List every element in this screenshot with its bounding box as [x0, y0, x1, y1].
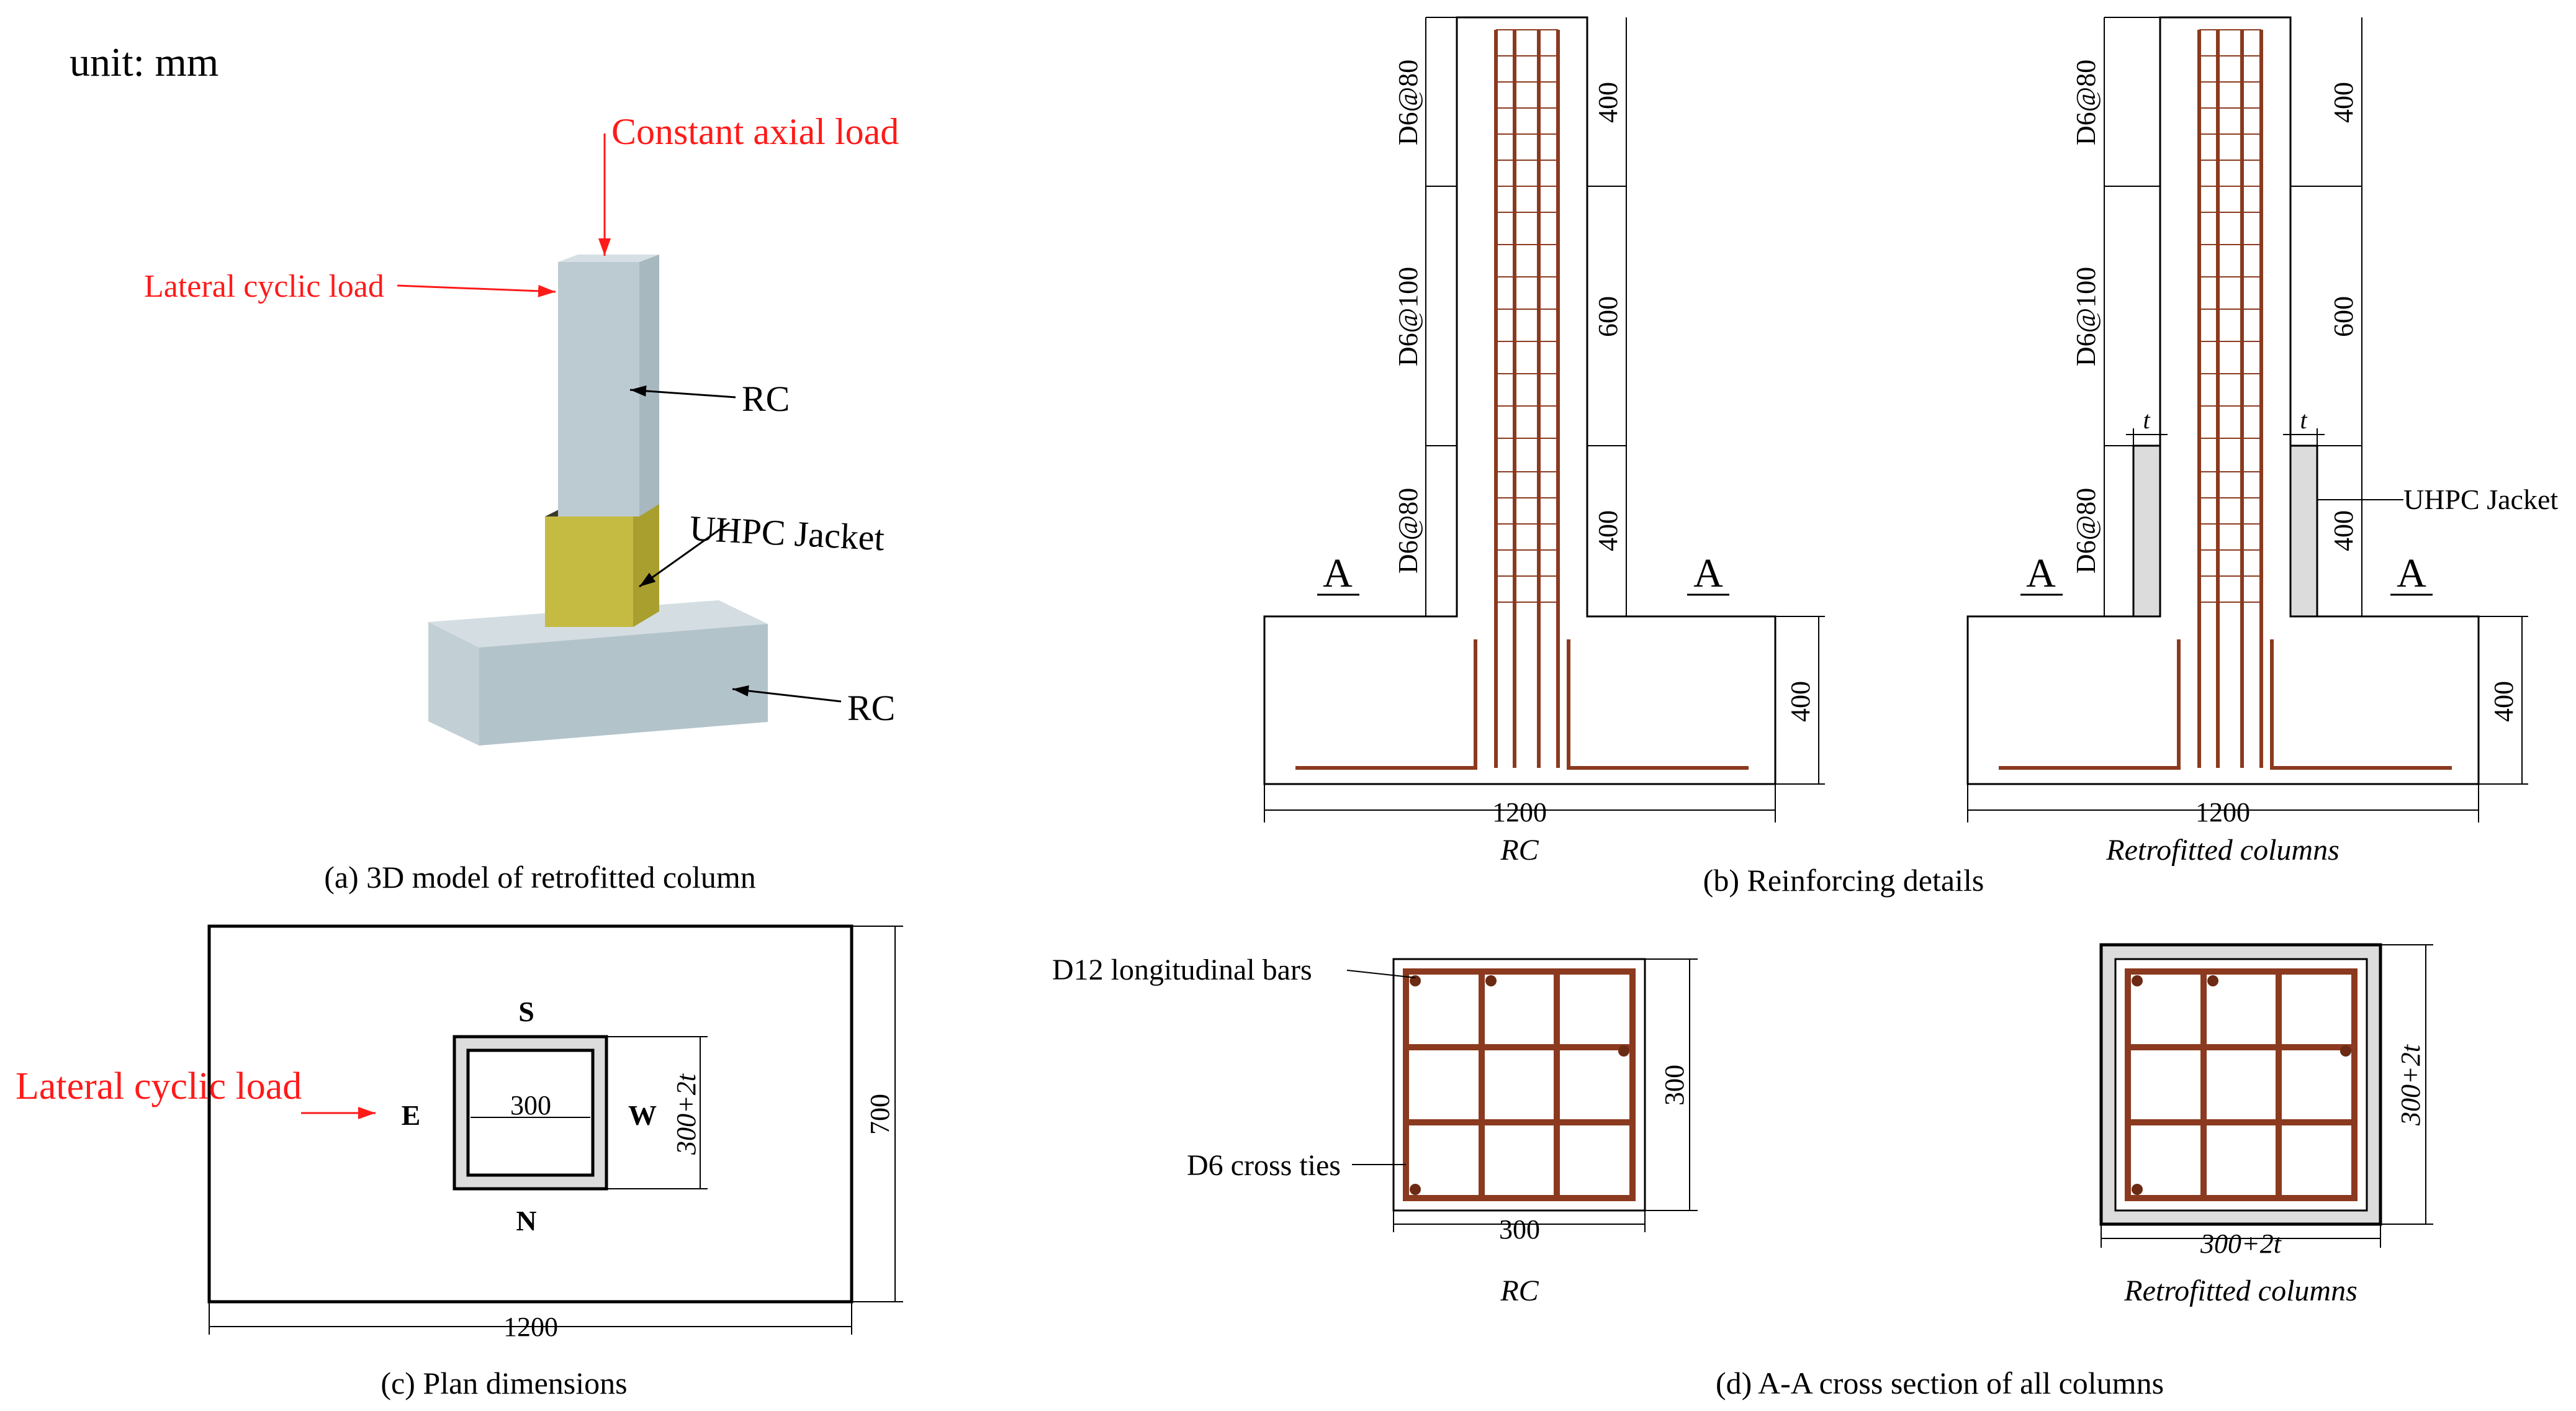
- footing-front-face: [428, 622, 479, 746]
- rc-dim-mid: 600: [1593, 296, 1623, 337]
- rc-section-dim-h: 300: [1659, 1065, 1690, 1106]
- retro-section-subtitle: Retrofitted columns: [2123, 1274, 2358, 1307]
- retro-section-mark-right: A: [2397, 551, 2426, 596]
- retro-thickness-right: t: [2300, 406, 2307, 434]
- retro-section-dim-h: 300+2t: [2395, 1044, 2426, 1126]
- retro-longitudinal-bars: [1999, 30, 2452, 770]
- rc-section-mark-right: A: [1693, 551, 1723, 596]
- plan-footing-width: 1200: [503, 1312, 558, 1342]
- footing-side-face: [479, 624, 768, 746]
- retro-uhpc-jacket-label: UHPC Jacket: [2403, 484, 2558, 515]
- plan-lateral-cyclic-load-label: Lateral cyclic load: [16, 1065, 302, 1107]
- rc-dim-footing-width: 1200: [1492, 797, 1547, 827]
- jacket-side-face: [633, 504, 659, 627]
- column-front-face: [558, 262, 639, 516]
- column-side-face: [639, 255, 659, 516]
- rc-left-dimensions: [1425, 17, 1457, 617]
- retro-dim-footing-width: 1200: [2195, 797, 2250, 827]
- plan-outer-dim: 300+2t: [671, 1073, 701, 1155]
- lateral-cyclic-load-arrow: [397, 284, 556, 297]
- rc-column-leader: [629, 385, 736, 399]
- retro-dim-bot: 400: [2328, 510, 2359, 551]
- rc-section-rebar: [1403, 968, 1636, 1201]
- retro-section-mark-left: A: [2026, 551, 2056, 596]
- retro-elevation-outline: [1966, 16, 2480, 785]
- unit-label: unit: mm: [70, 40, 218, 85]
- panel-d-caption: (d) A-A cross section of all columns: [1716, 1366, 2164, 1400]
- retro-stirrups: [2199, 29, 2261, 603]
- panel-a-caption: (a) 3D model of retrofitted column: [324, 860, 756, 895]
- plan-inner-dim: 300: [510, 1090, 551, 1120]
- retro-right-dimensions: [1967, 17, 2528, 823]
- constant-axial-load-label: Constant axial load: [611, 111, 899, 152]
- longitudinal-bars-label: D12 longitudinal bars: [1052, 953, 1312, 986]
- rc-dim-footing-height: 400: [1785, 681, 1816, 722]
- retro-thickness-left: t: [2143, 406, 2150, 434]
- rc-dim-top: 400: [1593, 82, 1623, 123]
- uhpc-jacket-label: UHPC Jacket: [688, 508, 885, 558]
- retro-section-rebar: [2125, 968, 2358, 1201]
- panel-d-cross-sections: D12 longitudinal bars D6 cross ties 300 …: [1052, 943, 2433, 1400]
- cross-ties-label: D6 cross ties: [1187, 1149, 1341, 1182]
- retro-stirrup-bot-label: D6@80: [2071, 488, 2101, 574]
- panel-b-rc-elevation: D6@80 D6@100 D6@80 400 600 400 400 1200 …: [1263, 16, 1825, 867]
- rc-subtitle: RC: [1500, 834, 1539, 867]
- plan-east: E: [402, 1099, 421, 1131]
- rc-stirrup-top-label: D6@80: [1393, 60, 1423, 145]
- rc-section-subtitle: RC: [1500, 1274, 1539, 1307]
- retro-dim-mid: 600: [2328, 296, 2359, 337]
- plan-west: W: [628, 1099, 657, 1131]
- panel-a-3d-model: Constant axial load Lateral cyclic load …: [144, 111, 899, 895]
- rc-stirrup-bot-label: D6@80: [1393, 488, 1423, 574]
- panel-b-caption: (b) Reinforcing details: [1703, 863, 1984, 898]
- plan-footing-depth: 700: [865, 1094, 895, 1135]
- plan-south: S: [518, 996, 534, 1027]
- rc-elevation-outline: [1263, 16, 1777, 785]
- retro-jacket-left: [2132, 444, 2161, 618]
- panel-c-plan: 300 300+2t S N E W Lateral cyclic load 7…: [16, 924, 903, 1400]
- retro-section-dim-w: 300+2t: [2200, 1228, 2282, 1259]
- rc-section-dim-w: 300: [1499, 1214, 1540, 1245]
- rc-section-outline: [1392, 958, 1646, 1212]
- plan-column-inner: [466, 1048, 595, 1177]
- rc-footing-leader: [732, 685, 842, 703]
- plan-north: N: [516, 1205, 536, 1237]
- rc-stirrup-mid-label: D6@100: [1393, 267, 1423, 366]
- retro-left-dimensions: [2104, 17, 2325, 617]
- retro-stirrup-top-label: D6@80: [2071, 60, 2101, 145]
- lateral-cyclic-load-label: Lateral cyclic load: [144, 269, 384, 304]
- column-top-face: [558, 255, 659, 262]
- rc-section-mark-left: A: [1323, 551, 1353, 596]
- retro-subtitle: Retrofitted columns: [2105, 834, 2340, 867]
- retro-stirrup-mid-label: D6@100: [2071, 267, 2101, 366]
- panel-b-retrofitted-elevation: t t D6@80 D6@100 D6@80 UHPC Jacket 400 6…: [1966, 16, 2558, 867]
- plan-footing-outline: [207, 924, 853, 1304]
- rc-right-dimensions: [1264, 17, 1825, 823]
- rc-column-label: RC: [742, 379, 790, 419]
- retro-dim-top: 400: [2328, 82, 2359, 123]
- retro-jacket-right: [2289, 444, 2318, 618]
- jacket-front-face: [545, 516, 633, 627]
- retro-section-core: [2114, 958, 2368, 1212]
- rc-dim-bot: 400: [1593, 510, 1623, 551]
- uhpc-jacket-leader: [639, 521, 730, 588]
- rc-longitudinal-bars: [1295, 30, 1749, 770]
- rc-footing-label: RC: [847, 688, 895, 728]
- panel-c-caption: (c) Plan dimensions: [381, 1366, 627, 1400]
- retro-dim-footing-height: 400: [2488, 681, 2519, 722]
- rc-stirrups: [1496, 29, 1558, 603]
